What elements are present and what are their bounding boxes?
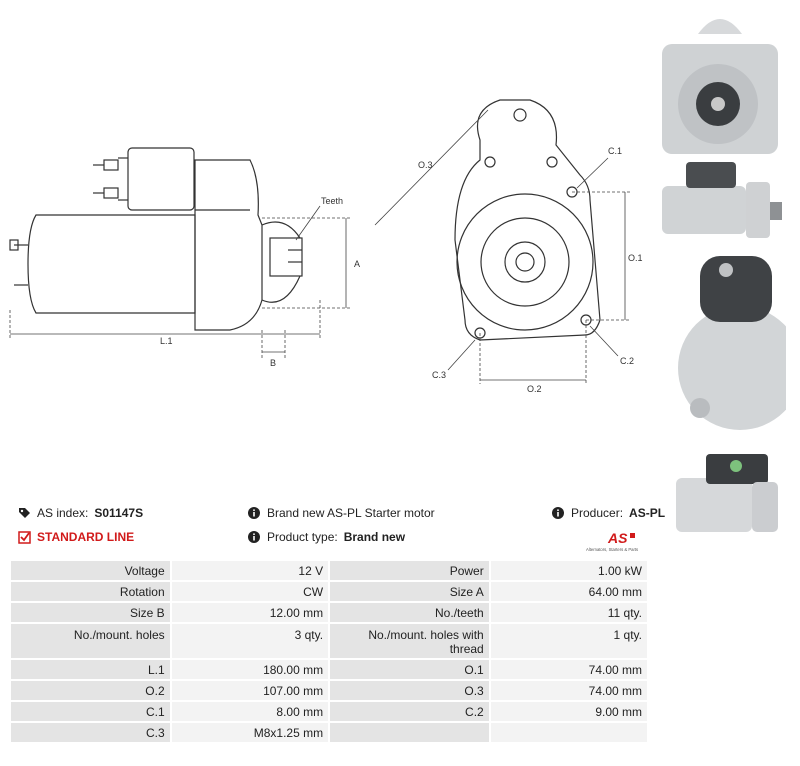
label-b: B	[270, 358, 276, 368]
label-o1: O.1	[628, 253, 643, 263]
spec-value: 3 qty.	[171, 624, 329, 658]
label-o3: O.3	[418, 160, 433, 170]
product-photo-angle	[676, 454, 778, 532]
spec-key: L.1	[11, 660, 170, 679]
description-row: Brand new AS-PL Starter motor	[247, 506, 435, 520]
label-c1: C.1	[608, 146, 622, 156]
as-index-value: S01147S	[94, 506, 144, 520]
spec-value: M8x1.25 mm	[171, 723, 329, 742]
producer-label: Producer:	[571, 506, 624, 520]
spec-key: O.2	[11, 681, 170, 700]
spec-key: O.1	[330, 660, 489, 679]
product-photo-side	[662, 162, 782, 238]
tag-icon	[17, 506, 31, 520]
label-c3: C.3	[432, 370, 446, 380]
drive-housing	[194, 159, 263, 331]
spec-key: Power	[330, 561, 489, 580]
svg-text:AS: AS	[607, 530, 628, 546]
as-pl-logo: AS Alternators, Starters & Parts	[586, 530, 638, 552]
spec-value: 107.00 mm	[171, 681, 329, 700]
spec-value	[490, 723, 647, 742]
info-icon	[551, 506, 565, 520]
spec-key: No./mount. holes	[11, 624, 170, 658]
spec-value: 1.00 kW	[490, 561, 647, 580]
spec-value: 12 V	[171, 561, 329, 580]
flange	[454, 99, 601, 341]
label-o2: O.2	[527, 384, 542, 394]
label-c2: C.2	[620, 356, 634, 366]
label-teeth: Teeth	[321, 196, 343, 206]
spec-value: 74.00 mm	[490, 660, 647, 679]
solenoid	[127, 147, 195, 211]
technical-drawing: Teeth A L.1 B O.3 C.1 O.1 C.2 C.3 O.2	[9, 99, 643, 394]
info-icon	[247, 530, 261, 544]
standard-line-row: STANDARD LINE	[17, 530, 134, 544]
spec-key: No./mount. holes with thread	[330, 624, 489, 658]
spec-value: 1 qty.	[490, 624, 647, 658]
motor-body	[27, 214, 196, 314]
producer-row: Producer: AS-PL	[551, 506, 665, 520]
spec-key: C.1	[11, 702, 170, 721]
spec-value: 74.00 mm	[490, 681, 647, 700]
spec-value: 9.00 mm	[490, 702, 647, 721]
spec-key: Size B	[11, 603, 170, 622]
checkbox-icon	[17, 530, 31, 544]
product-type-label: Product type:	[267, 530, 338, 544]
label-l1: L.1	[160, 336, 173, 346]
standard-line-label: STANDARD LINE	[37, 530, 135, 544]
pinion	[269, 237, 303, 277]
front-housing	[456, 193, 594, 331]
product-photo-front	[662, 19, 778, 154]
product-photo-rear	[678, 256, 786, 430]
producer-value: AS-PL	[629, 506, 666, 520]
spec-key	[330, 723, 489, 742]
spec-key: O.3	[330, 681, 489, 700]
product-type-value: Brand new	[343, 530, 406, 544]
as-index-row: AS index: S01147S	[17, 506, 143, 520]
svg-text:Alternators, Starters & Parts: Alternators, Starters & Parts	[586, 547, 638, 552]
spec-key: No./teeth	[330, 603, 489, 622]
spec-key: C.3	[11, 723, 170, 742]
spec-value: 180.00 mm	[171, 660, 329, 679]
spec-key: Voltage	[11, 561, 170, 580]
product-type-row: Product type: Brand new	[247, 530, 405, 544]
spec-key: Size A	[330, 582, 489, 601]
info-icon	[247, 506, 261, 520]
label-a: A	[354, 259, 360, 269]
spec-key: C.2	[330, 702, 489, 721]
spec-value: 12.00 mm	[171, 603, 329, 622]
description-text: Brand new AS-PL Starter motor	[267, 506, 435, 520]
spec-key: Rotation	[11, 582, 170, 601]
spec-value: 64.00 mm	[490, 582, 647, 601]
spec-value: 8.00 mm	[171, 702, 329, 721]
spec-value: 11 qty.	[490, 603, 647, 622]
as-index-label: AS index:	[37, 506, 89, 520]
spec-value: CW	[171, 582, 329, 601]
